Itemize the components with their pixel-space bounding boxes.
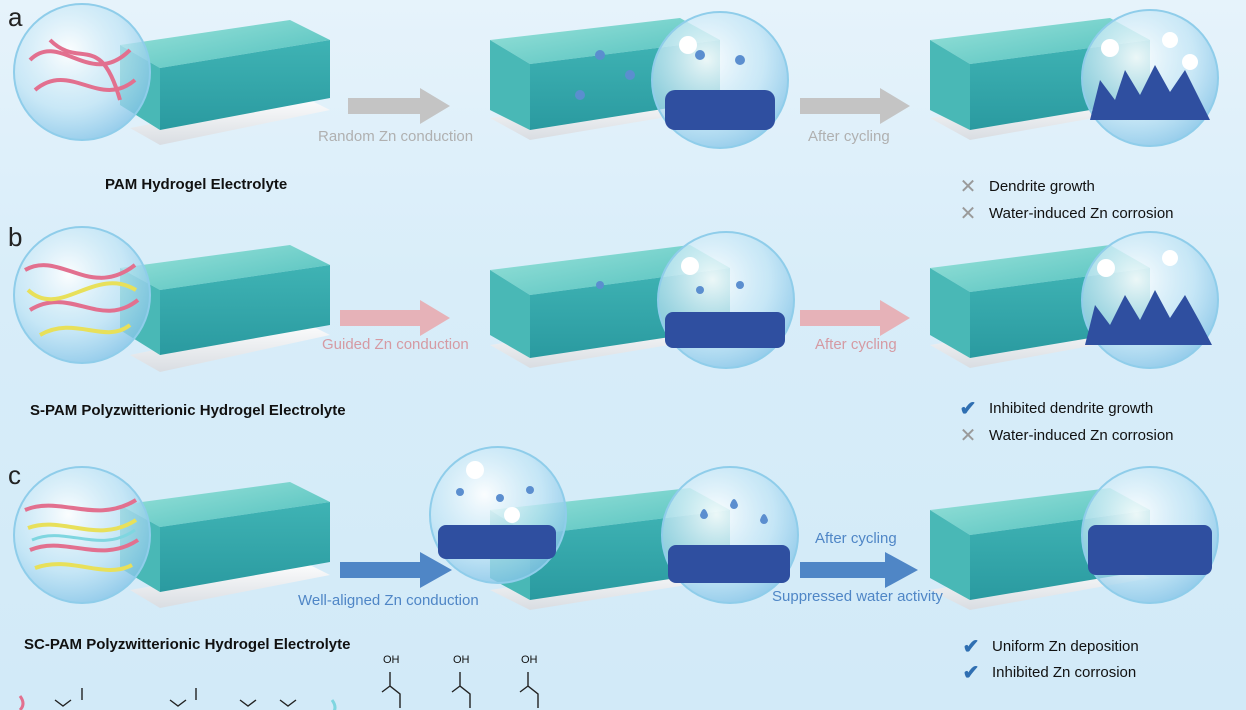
row-b	[13, 226, 1219, 372]
arrow-c-1	[340, 552, 452, 588]
row-a	[13, 3, 1219, 149]
outcome-text: Dendrite growth	[989, 178, 1095, 195]
panel-a-title: PAM Hydrogel Electrolyte	[105, 176, 288, 193]
outcome-text: Inhibited dendrite growth	[989, 400, 1154, 417]
panel-c-outcome-1: ✔ Uniform Zn deposition	[958, 634, 1139, 659]
hydrogel-slab-2	[490, 11, 789, 149]
check-icon: ✔	[959, 398, 977, 420]
check-icon: ✔	[962, 662, 980, 684]
outcome-text: Water-induced Zn corrosion	[989, 427, 1174, 444]
panel-b-letter: b	[8, 222, 23, 252]
panel-c-arrow1-label: Well-aligned Zn conduction	[298, 592, 479, 609]
cross-icon: ✕	[959, 203, 977, 225]
panel-a-letter: a	[8, 2, 23, 32]
arrow-a-2	[800, 88, 910, 124]
arrow-a-1	[348, 88, 450, 124]
panel-c-letter: c	[8, 460, 21, 490]
panel-a-outcome-2: ✕ Water-induced Zn corrosion	[955, 201, 1174, 226]
panel-c-arrow2-label-bottom: Suppressed water activity	[772, 588, 943, 605]
panel-c-arrow2-label-top: After cycling	[815, 530, 897, 547]
row-c	[13, 446, 1219, 610]
hydrogel-slab-c3	[930, 466, 1219, 610]
arrow-b-2	[800, 300, 910, 336]
hydrogel-slab-c1	[120, 482, 330, 608]
cross-icon: ✕	[959, 425, 977, 447]
hydrogel-slab-b3	[930, 231, 1219, 369]
panel-b-arrow2-label: After cycling	[815, 336, 897, 353]
arrow-c-2	[800, 552, 918, 588]
hydrogel-slab-1	[120, 20, 330, 145]
hydrogel-slab-b1	[120, 245, 330, 372]
arrow-b-1	[340, 300, 450, 336]
fiber-bubble-b	[13, 226, 151, 364]
panel-a-arrow1-label: Random Zn conduction	[318, 128, 474, 145]
structure-label-3: OH	[521, 654, 538, 666]
outcome-text: Inhibited Zn corrosion	[992, 664, 1137, 681]
panel-c-outcome-2: ✔ Inhibited Zn corrosion	[958, 660, 1137, 685]
check-icon: ✔	[962, 636, 980, 658]
panel-b-outcome-1: ✔ Inhibited dendrite growth	[955, 396, 1154, 421]
panel-b-arrow1-label: Guided Zn conduction	[322, 336, 469, 353]
panel-a-arrow2-label: After cycling	[808, 128, 890, 145]
fiber-bubble-a	[13, 3, 151, 141]
panel-c-title: SC-PAM Polyzwitterionic Hydrogel Electro…	[24, 636, 351, 653]
structure-label-2: OH	[453, 654, 470, 666]
structure-label-1: OH	[383, 654, 400, 666]
hydrogel-slab-c2	[429, 446, 799, 610]
panel-b-outcome-2: ✕ Water-induced Zn corrosion	[955, 423, 1174, 448]
hydrogel-slab-b2	[490, 231, 795, 369]
fiber-bubble-c	[13, 466, 151, 604]
outcome-text: Uniform Zn deposition	[992, 638, 1139, 655]
hydrogel-slab-3	[930, 9, 1219, 147]
panel-b-title: S-PAM Polyzwitterionic Hydrogel Electrol…	[30, 402, 346, 419]
outcome-text: Water-induced Zn corrosion	[989, 205, 1174, 222]
chemical-structures	[18, 672, 539, 710]
cross-icon: ✕	[959, 176, 977, 198]
panel-a-outcome-1: ✕ Dendrite growth	[955, 174, 1095, 199]
